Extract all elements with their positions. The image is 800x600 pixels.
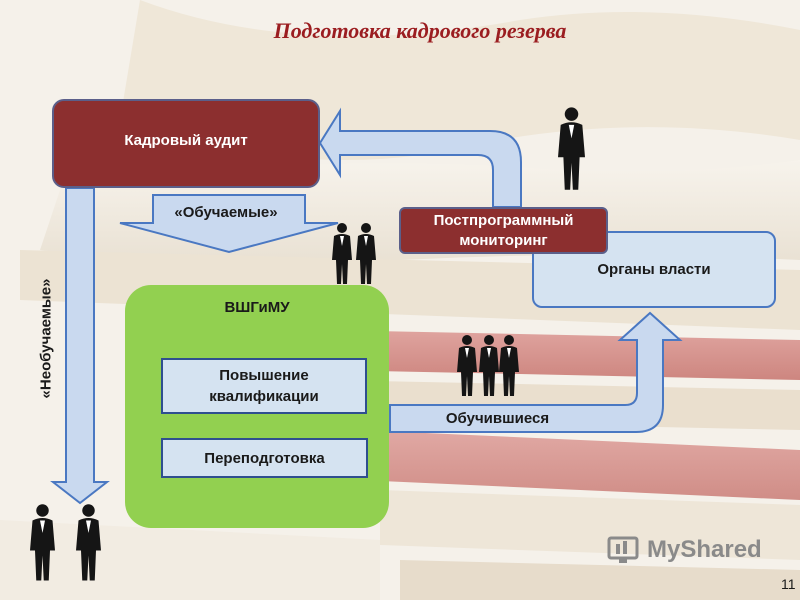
person-icon-trained-b [479, 335, 499, 396]
authorities-label: Органы власти [597, 261, 711, 278]
retraining-box: Переподготовка [161, 438, 368, 478]
audit-box: Кадровый аудит [52, 99, 320, 188]
trainable-arrow [119, 194, 339, 254]
untrained-arrow [50, 187, 110, 505]
watermark-text: MyShared [647, 536, 762, 563]
myshared-logo-icon [607, 536, 639, 563]
audit-label: Кадровый аудит [124, 132, 248, 149]
page-number: 11 [781, 576, 796, 592]
qualification-label: Повышение квалификации [209, 367, 319, 405]
vshgimu-label: ВШГиМУ [224, 299, 290, 316]
trainable-arrow-label: «Обучаемые» [174, 204, 278, 221]
trained-arrow-label: Обучившиеся [445, 410, 550, 427]
trained-arrow [389, 311, 683, 433]
watermark: MyShared [607, 535, 762, 565]
person-icon-bottom-left-b [76, 504, 101, 581]
monitoring-box: Постпрограммный мониторинг [399, 207, 608, 254]
qualification-box: Повышение квалификации [161, 358, 367, 414]
retraining-label: Переподготовка [204, 449, 325, 467]
person-icon-pair-middle-a [332, 223, 352, 284]
slide-title: Подготовка кадрового резерва [273, 18, 567, 43]
authorities-box: Органы власти [532, 231, 776, 308]
person-icon-top-right [558, 107, 585, 190]
person-icon-trained-c [499, 335, 519, 396]
person-icon-trained-a [457, 335, 477, 396]
person-icon-pair-middle-b [356, 223, 376, 284]
person-icon-bottom-left-a [30, 504, 55, 581]
feedback-arrow [318, 107, 522, 208]
monitoring-label: Постпрограммный мониторинг [433, 211, 574, 249]
